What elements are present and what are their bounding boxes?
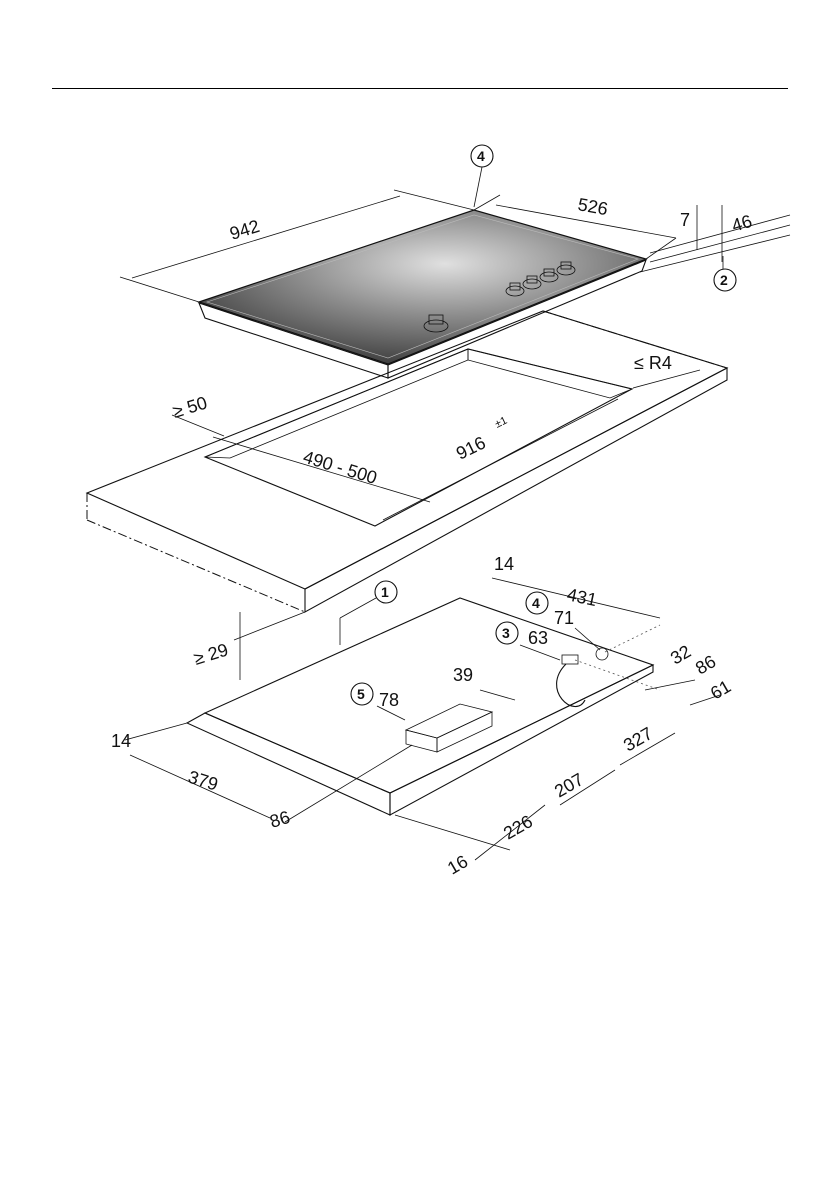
dim-total-height: 46 xyxy=(729,211,754,236)
underside-drawing: 1 4 3 5 14 431 71 63 32 86 61 39 78 14 3… xyxy=(111,554,734,878)
dim-hob-depth: 526 xyxy=(576,194,609,219)
dim-61: 61 xyxy=(707,676,734,703)
underside-frame-front xyxy=(185,712,391,816)
hob-drawing: 4 2 942 526 7 46 xyxy=(119,144,791,379)
knob-icon xyxy=(522,275,542,290)
terminal-box xyxy=(561,654,579,665)
dim-71: 71 xyxy=(554,608,574,628)
dim-corner-radius: ≤ R4 xyxy=(634,353,672,373)
dim-front-distance: ≥ 50 xyxy=(170,392,209,421)
dim-431: 431 xyxy=(565,584,599,610)
dim-cutout-depth: 490 - 500 xyxy=(301,447,380,488)
dim-39: 39 xyxy=(453,665,473,685)
dim-32: 32 xyxy=(667,641,694,668)
worktop-cutout xyxy=(203,348,634,527)
callout-4-top: 4 xyxy=(477,148,485,164)
dim-86-right: 86 xyxy=(692,651,719,678)
hob-frame-side xyxy=(387,259,647,379)
header-rule xyxy=(52,88,788,89)
knob-icon xyxy=(423,314,449,333)
dim-worktop-thickness: ≥ 29 xyxy=(191,639,230,668)
dim-14-left: 14 xyxy=(111,731,131,751)
hob-glass-edge xyxy=(206,214,639,359)
callout-3-terminal: 3 xyxy=(502,625,510,641)
cutout-inner-wall xyxy=(467,348,634,399)
dim-cutout-width-tolerance: ±1 xyxy=(493,415,509,431)
knob-icon xyxy=(505,282,525,297)
dim-78: 78 xyxy=(379,690,399,710)
dim-cutout-width: 916 xyxy=(453,432,489,463)
callout-2-seal: 2 xyxy=(720,272,728,288)
callout-1-housing: 1 xyxy=(381,584,389,600)
knob-icon xyxy=(556,261,576,276)
control-knobs xyxy=(423,261,576,333)
callout-5-transformer: 5 xyxy=(357,686,365,702)
dim-207: 207 xyxy=(551,769,587,801)
transformer-box xyxy=(404,703,494,753)
dim-379: 379 xyxy=(186,767,221,795)
dim-16: 16 xyxy=(444,851,471,878)
dim-14-top: 14 xyxy=(494,554,514,574)
callout-4-gas: 4 xyxy=(532,595,540,611)
dim-327: 327 xyxy=(620,723,656,755)
cutout-inner-wall-left xyxy=(204,348,469,459)
gas-connector xyxy=(595,647,609,661)
worktop-drawing: ≤ R4 ≥ 50 490 - 500 916 ±1 ≥ 29 xyxy=(85,310,729,680)
knob-icon xyxy=(539,268,559,283)
underside-housing xyxy=(203,597,655,794)
underside-frame-side xyxy=(389,664,654,816)
dim-63: 63 xyxy=(528,628,548,648)
worktop-front-edge xyxy=(304,367,728,613)
dim-frame-height: 7 xyxy=(680,210,690,230)
power-cable xyxy=(556,663,586,707)
dim-86-bottom: 86 xyxy=(267,807,292,832)
